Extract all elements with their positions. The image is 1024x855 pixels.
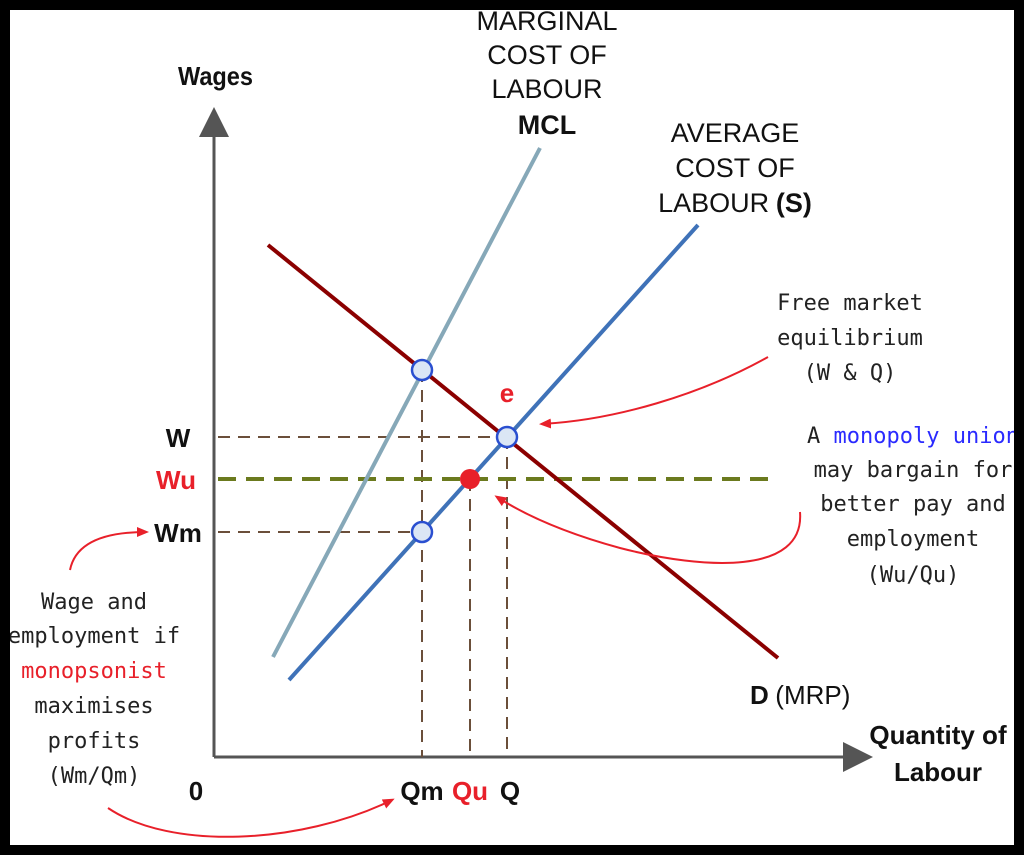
svg-text:(Wu/Qu): (Wu/Qu) [867, 563, 960, 588]
svg-text:(Wm/Qm): (Wm/Qm) [48, 764, 141, 789]
union-point [460, 469, 480, 489]
svg-text:MARGINAL: MARGINAL [476, 10, 617, 36]
svg-text:LABOUR (S): LABOUR (S) [658, 188, 812, 218]
monopsony-point [410, 520, 434, 544]
svg-text:may bargain for: may bargain for [814, 458, 1013, 483]
acl-supply-curve [287, 223, 700, 682]
svg-text:Wage and: Wage and [41, 590, 147, 615]
svg-text:A monopoly union: A monopoly union [807, 424, 1014, 449]
svg-text:MCL: MCL [518, 110, 576, 140]
e-label: e [500, 378, 514, 408]
y-axis-label: Wages [178, 61, 253, 91]
svg-text:LABOUR: LABOUR [491, 74, 602, 104]
svg-text:COST OF: COST OF [675, 153, 795, 183]
svg-text:employment if: employment if [10, 624, 180, 649]
union-note: A monopoly union may bargain for better … [807, 424, 1014, 588]
svg-text:COST OF: COST OF [487, 40, 607, 70]
svg-text:monopsonist: monopsonist [21, 659, 167, 684]
svg-text:Free market: Free market [777, 291, 923, 316]
q-label: Q [500, 776, 520, 806]
labour-market-diagram: Wages Quantity of Labour 0 MARGINAL COST… [10, 10, 1014, 838]
acl-label: AVERAGE COST OF LABOUR (S) [658, 118, 812, 218]
union-arrow [494, 495, 802, 564]
svg-text:equilibrium: equilibrium [777, 326, 923, 351]
guide-lines [218, 370, 508, 757]
svg-text:employment: employment [847, 527, 979, 552]
wu-label: Wu [156, 465, 196, 495]
monopsonist-note: Wage and employment if monopsonist maxim… [10, 590, 180, 789]
svg-text:better pay and: better pay and [820, 492, 1005, 517]
free-market-arrow [539, 356, 769, 429]
wm-arrow [69, 527, 149, 571]
svg-text:maximises: maximises [34, 694, 153, 719]
free-market-note: Free market equilibrium (W & Q) [777, 291, 923, 386]
diagram-canvas: Wages Quantity of Labour 0 MARGINAL COST… [10, 10, 1014, 845]
w-label: W [166, 423, 191, 453]
origin-label: 0 [189, 776, 203, 806]
equilibrium-point [495, 425, 519, 449]
qu-label: Qu [452, 776, 488, 806]
wm-label: Wm [154, 518, 202, 548]
mcl-demand-point [410, 358, 434, 382]
x-axis-label-line2: Labour [894, 757, 982, 787]
svg-text:profits: profits [48, 729, 141, 754]
qm-arrow [107, 798, 395, 838]
svg-text:AVERAGE: AVERAGE [671, 118, 800, 148]
svg-text:(W & Q): (W & Q) [804, 361, 897, 386]
mcl-curve [271, 147, 542, 658]
demand-mrp-curve [266, 243, 780, 660]
qm-label: Qm [400, 776, 443, 806]
mcl-label: MARGINAL COST OF LABOUR MCL [476, 10, 617, 140]
x-axis-label-line1: Quantity of [869, 720, 1007, 750]
demand-label: D (MRP) [750, 680, 850, 710]
